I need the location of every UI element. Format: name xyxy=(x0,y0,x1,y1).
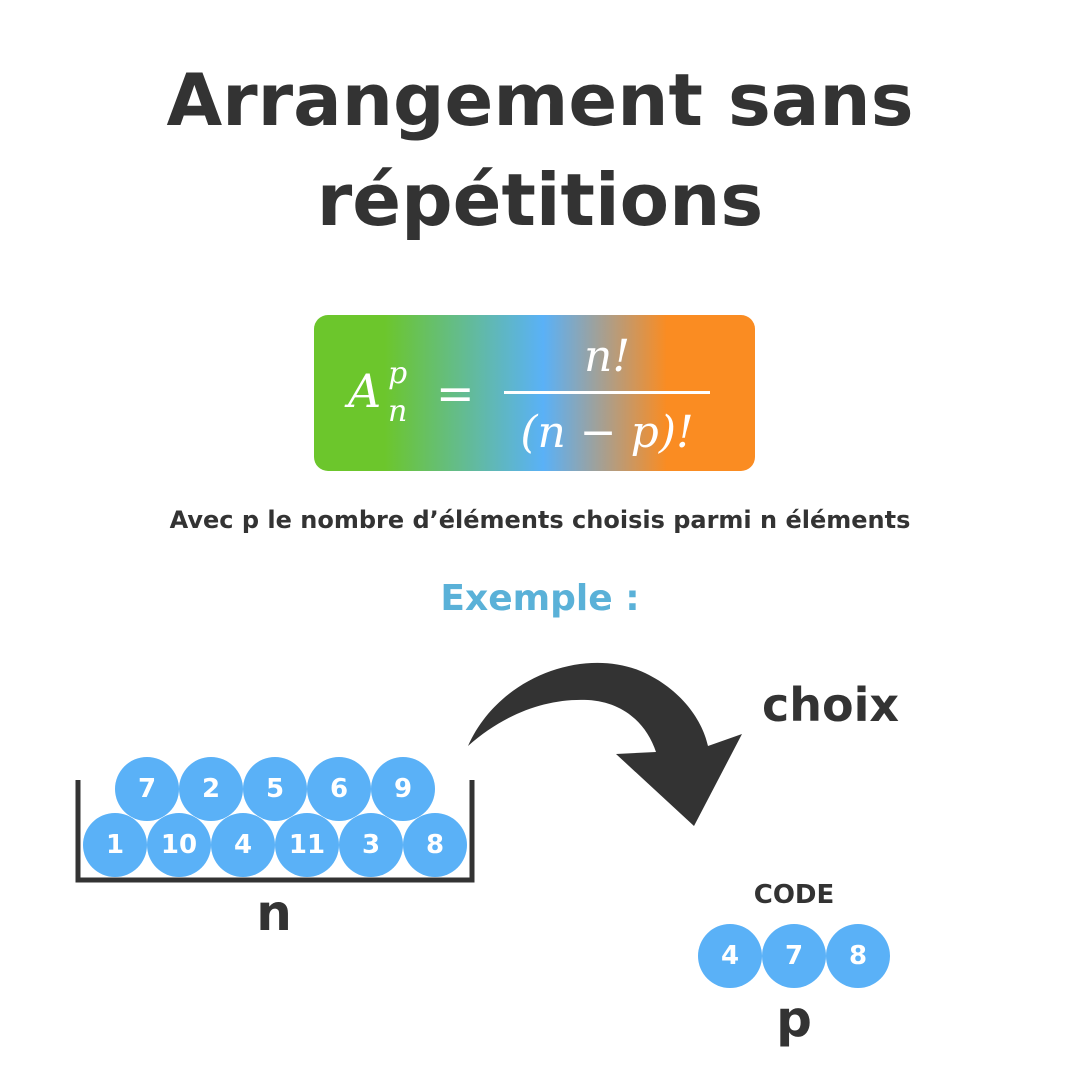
ball: 9 xyxy=(371,757,435,821)
ball: 5 xyxy=(243,757,307,821)
ball: 4 xyxy=(211,813,275,877)
ball: 10 xyxy=(147,813,211,877)
ball: 8 xyxy=(403,813,467,877)
choix-label: choix xyxy=(762,678,900,732)
ball: 6 xyxy=(307,757,371,821)
ball: 1 xyxy=(83,813,147,877)
code-label: CODE xyxy=(753,880,835,910)
formula-equals: = xyxy=(436,366,475,420)
ball: 3 xyxy=(339,813,403,877)
formula-lhs-sup: p xyxy=(388,356,407,391)
title-line-2: répétitions xyxy=(316,158,764,242)
curved-arrow-icon xyxy=(468,662,742,826)
n-label: n xyxy=(256,884,292,942)
title-line-1: Arrangement sans xyxy=(166,58,914,142)
ball: 11 xyxy=(275,813,339,877)
formula-numerator: n! xyxy=(584,331,630,382)
formula-lhs-sub: n xyxy=(388,394,407,429)
formula-box: A p n = n! (n − p)! xyxy=(314,315,755,471)
formula-lhs-base: A xyxy=(344,364,381,418)
code-ball: 7 xyxy=(762,924,826,988)
code-ball: 8 xyxy=(826,924,890,988)
code-ball: 4 xyxy=(698,924,762,988)
formula-svg: A p n = n! (n − p)! xyxy=(314,315,755,471)
urn-container xyxy=(75,780,475,883)
fraction-bar xyxy=(504,391,710,394)
p-label: p xyxy=(776,990,812,1048)
subtitle: Avec p le nombre d’éléments choisis parm… xyxy=(169,506,911,534)
exemple-label: Exemple : xyxy=(440,578,640,619)
ball: 2 xyxy=(179,757,243,821)
ball: 7 xyxy=(115,757,179,821)
formula-denominator: (n − p)! xyxy=(520,407,693,458)
